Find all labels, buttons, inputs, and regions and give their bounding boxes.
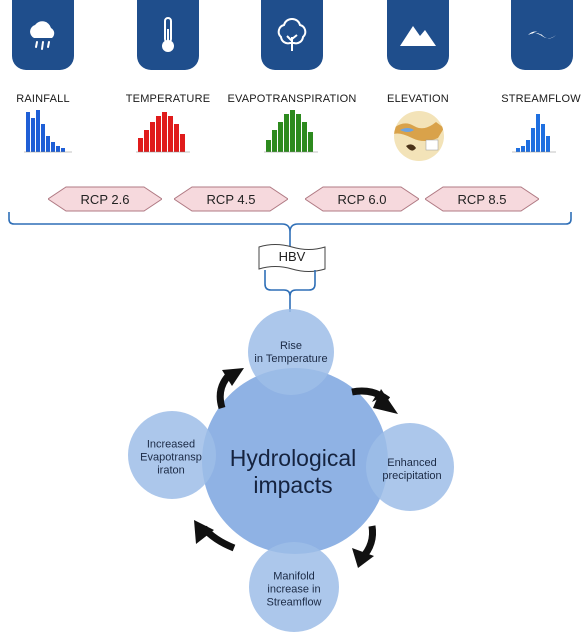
bottom-circle [249,542,339,632]
bottom-line-1: Manifold [273,570,315,583]
rcp-2-6-label: RCP 2.6 [80,192,130,207]
central-circle [202,368,388,554]
rcp-8-5-box: RCP 8.5 [425,186,539,212]
rcp-6-0-label: RCP 6.0 [337,192,387,207]
thermometer-icon [162,17,174,52]
left-line-3: iraton [157,464,185,477]
arrow-bottom-left [194,520,236,552]
temperature-histogram [136,112,190,153]
enhanced-precipitation-label: Enhanced precipitation [382,457,441,483]
streamflow-histogram [512,114,556,153]
rise-in-temperature-label: Rise in Temperature [254,340,327,366]
arrow-top-right [351,387,398,414]
elevation-tile [387,0,449,70]
elevation-map-thumbnail [394,111,444,161]
center-line-2: impacts [253,472,333,498]
hydrological-impacts-title: Hydrological impacts [230,445,357,499]
elevation-label: ELEVATION [387,93,449,105]
left-circle [128,411,216,499]
rcp-4-5-label: RCP 4.5 [206,192,256,207]
rainfall-label: RAINFALL [16,93,70,105]
manifold-increase-streamflow-label: Manifold increase in Streamflow [266,571,321,610]
rainfall-histogram [24,110,72,153]
rcp-8-5-label: RCP 8.5 [457,192,507,207]
rcp-6-0-box: RCP 6.0 [305,186,419,212]
evapotranspiration-histogram [264,110,318,153]
top-line-2: in Temperature [254,353,328,365]
scenario-bracket [8,212,572,233]
temperature-tile [137,0,199,70]
right-circle [366,423,454,511]
left-line-2: Evapotransp [140,451,202,464]
right-line-1: Enhanced [387,457,437,469]
temperature-label: TEMPERATURE [125,93,211,105]
rcp-4-5-box: RCP 4.5 [174,186,288,212]
mountain-icon [400,26,436,46]
streamflow-tile [511,0,573,70]
left-line-1: Increased [146,438,196,451]
cycle-arrows [194,368,398,568]
right-line-2: precipitation [382,470,442,482]
arrow-left-top [216,368,244,410]
top-circle [248,309,334,395]
rainfall-tile [12,0,74,70]
evapotranspiration-tile [261,0,323,70]
hbv-label: HBV [278,249,306,264]
center-line-1: Hydrological [229,445,357,471]
evapotranspiration-label: EVAPOTRANSPIRATION [227,93,357,105]
bottom-line-2: increase in [267,583,321,596]
increased-evapotranspiration-label: Increased Evapotransp iraton [140,439,202,478]
top-line-1: Rise [279,340,303,352]
rain-cloud-icon [30,21,55,50]
tree-icon [277,18,307,51]
hbv-box [258,244,326,272]
water-flow-icon [528,31,556,39]
hbv-bracket [264,270,316,297]
rcp-2-6-box: RCP 2.6 [48,186,162,212]
arrow-right-bottom [352,525,376,568]
streamflow-label: STREAMFLOW [501,93,581,105]
bottom-line-3: Streamflow [266,596,322,609]
